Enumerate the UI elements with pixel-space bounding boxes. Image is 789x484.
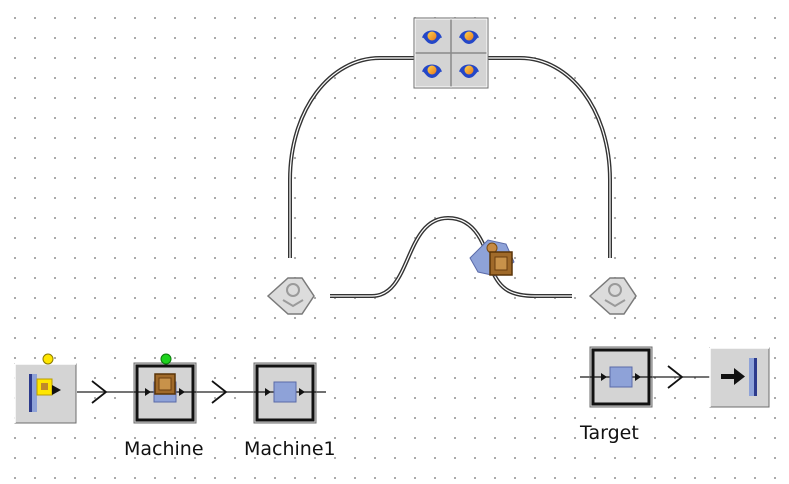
agv-glyph bbox=[459, 30, 479, 44]
target-icon[interactable] bbox=[589, 346, 653, 408]
agv-glyph bbox=[422, 64, 442, 78]
agv-glyph bbox=[459, 64, 479, 78]
connector-source-machine[interactable] bbox=[77, 380, 134, 404]
connector-machine-machine1[interactable] bbox=[196, 380, 254, 404]
track-arch[interactable] bbox=[288, 56, 612, 258]
connector-target-drain[interactable] bbox=[652, 365, 710, 389]
track-bottom[interactable] bbox=[330, 215, 572, 298]
machine1-label: Machine1 bbox=[244, 438, 336, 460]
target-label: Target bbox=[580, 422, 639, 444]
transfer-station-left-icon[interactable] bbox=[266, 277, 315, 315]
machine-icon[interactable] bbox=[133, 362, 197, 424]
source-icon[interactable] bbox=[14, 363, 77, 424]
machine-status-indicator bbox=[160, 353, 172, 365]
source-status-indicator bbox=[42, 353, 54, 365]
vehicle-icon[interactable] bbox=[469, 239, 515, 277]
drain-icon[interactable] bbox=[709, 347, 770, 408]
machine-label: Machine bbox=[124, 438, 204, 460]
machine1-icon[interactable] bbox=[253, 362, 317, 424]
transfer-station-right-icon[interactable] bbox=[588, 277, 637, 315]
agv-pool-icon[interactable] bbox=[413, 17, 489, 89]
agv-glyph bbox=[422, 30, 442, 44]
